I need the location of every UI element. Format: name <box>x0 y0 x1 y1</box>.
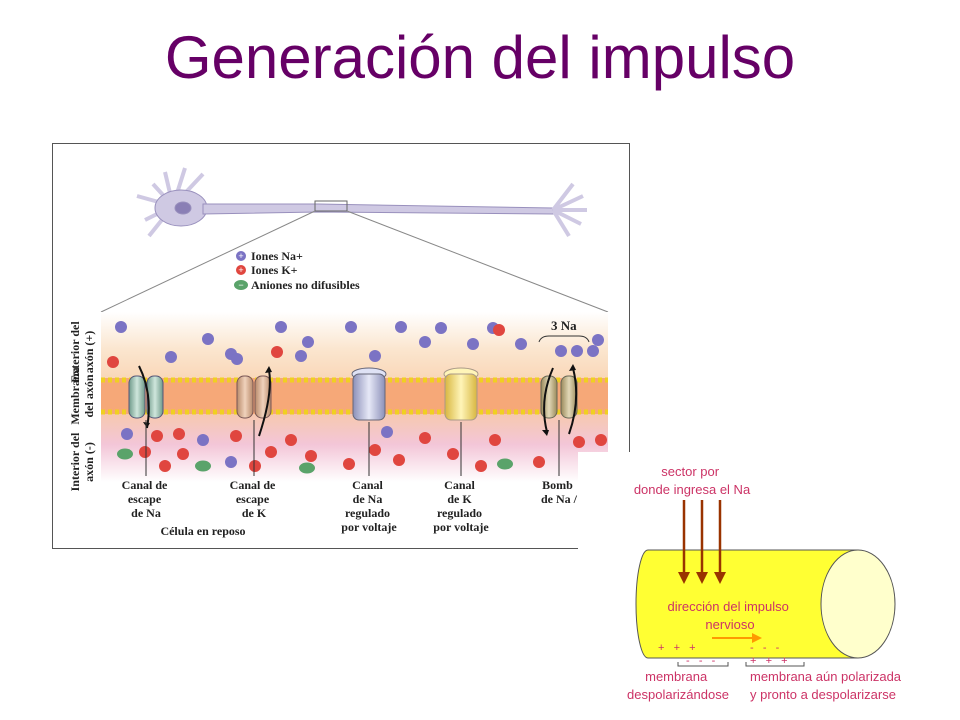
side-labels: Exterior del axón (+) Membrana del axón … <box>68 321 96 492</box>
axon-cylinder <box>635 549 896 659</box>
membrane-figure: + Iones Na+ + Iones K+ − Aniones no difu… <box>52 143 630 549</box>
direction-label: dirección del impulso nervioso <box>667 599 792 632</box>
svg-text:+: + <box>238 251 243 261</box>
na-entry-arrows <box>678 500 726 584</box>
charges-bottom-left: - - - <box>686 655 716 667</box>
legend-label-k: Iones K+ <box>251 263 298 277</box>
channel-label-na-leak: Canal de escape de Na <box>122 478 171 520</box>
channel-na-voltage <box>351 367 387 421</box>
side-label-exterior-1: Exterior del <box>68 321 82 383</box>
left-label: membrana despolarizándose <box>627 669 729 702</box>
legend-label-anions: Aniones no difusibles <box>251 278 360 292</box>
exterior-ions <box>107 321 604 368</box>
na-k-pump: 3 Na <box>538 318 590 436</box>
channel-label-k-leak: Canal de escape de K <box>230 478 279 520</box>
legend-label-na: Iones Na+ <box>251 249 303 263</box>
direction-arrow <box>712 633 762 643</box>
axon-cylinder-end <box>820 549 896 659</box>
membrane-charges: + + + - - - - - - + + + <box>658 642 788 667</box>
legend-item-k: + Iones K+ <box>236 263 298 277</box>
svg-text:+: + <box>238 265 243 275</box>
pump-count-label: 3 Na <box>551 318 577 333</box>
legend-item-anions: − Aniones no difusibles <box>234 278 360 292</box>
channel-label-k-voltage: Canal de K regulado por voltaje <box>433 478 489 534</box>
neuron-illustration <box>136 167 587 238</box>
slide-title: Generación del impulso nervioso <box>0 6 960 134</box>
slide-title-line-1: Generación del impulso <box>164 24 796 91</box>
legend-item-na: + Iones Na+ <box>236 249 303 263</box>
axon-figure: sector por donde ingresa el Na dirección… <box>578 452 960 720</box>
axon-diagram: sector por donde ingresa el Na dirección… <box>627 464 905 702</box>
charges-top-left: + + + <box>658 642 696 654</box>
channel-k-leak <box>236 366 272 437</box>
side-label-membrane-2: del axón <box>82 374 96 417</box>
membrane-caption: Célula en reposo <box>160 524 245 538</box>
membrane-diagram: + Iones Na+ + Iones K+ − Aniones no difu… <box>68 167 609 538</box>
channel-label-na-voltage: Canal de Na regulado por voltaje <box>341 478 397 534</box>
slide-title-line-2: nervioso <box>367 128 594 134</box>
side-label-membrane-1: Membrana <box>68 367 82 424</box>
legend: + Iones Na+ + Iones K+ − Aniones no difu… <box>234 249 360 292</box>
charges-top-right: - - - <box>750 642 780 654</box>
interior-ions <box>117 426 607 474</box>
side-label-interior-1: Interior del <box>68 432 82 491</box>
channel-na-leak <box>128 365 164 429</box>
channel-k-voltage <box>443 367 479 421</box>
sector-label: sector por donde ingresa el Na <box>634 464 751 497</box>
side-label-exterior-2: axón (+) <box>82 331 96 374</box>
svg-text:−: − <box>238 280 243 290</box>
channel-label-pump: Bomb de Na / <box>541 478 578 506</box>
side-label-interior-2: axón (-) <box>82 442 96 482</box>
charges-bottom-right: + + + <box>750 655 788 667</box>
region-brackets <box>677 662 805 667</box>
right-label: membrana aún polarizada y pronto a despo… <box>750 669 905 702</box>
